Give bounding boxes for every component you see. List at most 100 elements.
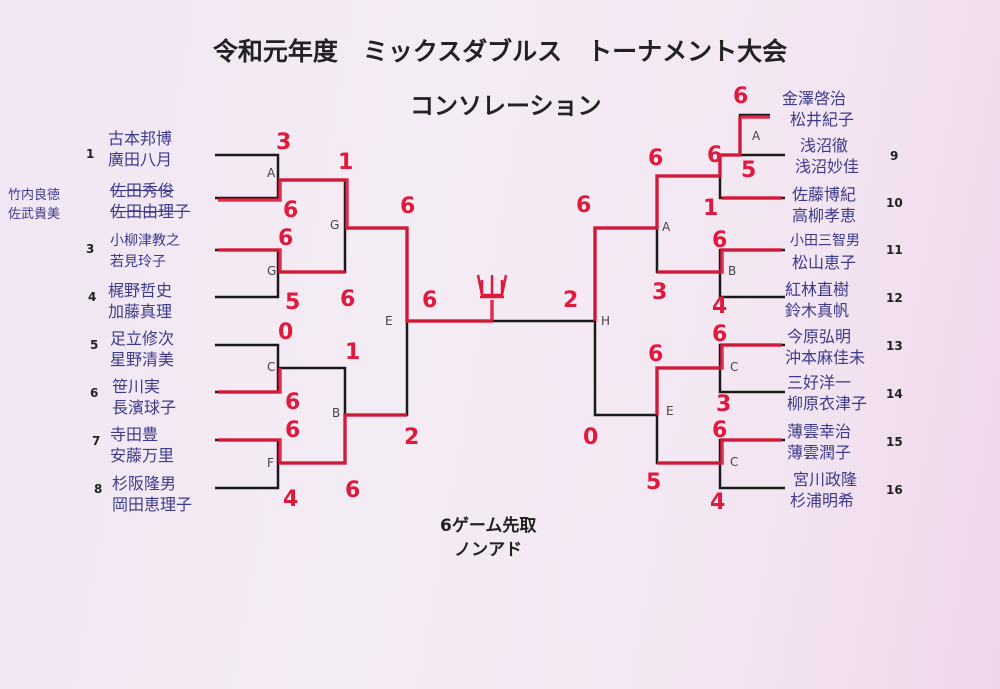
player-name: 長濱球子 bbox=[112, 398, 177, 417]
court-label: F bbox=[267, 456, 274, 470]
entry-number: 13 bbox=[886, 339, 903, 353]
player-name: 鈴木真帆 bbox=[785, 301, 850, 320]
score: 2 bbox=[404, 425, 420, 450]
score: 4 bbox=[283, 487, 299, 512]
entry-number: 10 bbox=[886, 196, 903, 210]
score: 6 bbox=[648, 342, 664, 367]
rules-noad: ノンアド bbox=[454, 540, 523, 560]
player-name: 星野清美 bbox=[110, 350, 175, 369]
player-name: 佐田由理子 bbox=[110, 202, 191, 221]
court-label: G bbox=[267, 264, 277, 278]
score: 6 bbox=[345, 478, 361, 503]
court-label: C bbox=[267, 360, 276, 374]
entry-number: 8 bbox=[94, 482, 103, 496]
score: 4 bbox=[712, 294, 728, 319]
entry-number: 12 bbox=[886, 291, 903, 305]
score: 6 bbox=[712, 418, 728, 443]
player-name: 薄雲幸治 bbox=[787, 422, 852, 441]
court-label: A bbox=[662, 220, 671, 234]
page-subtitle: コンソレーション bbox=[410, 92, 602, 120]
score: 6 bbox=[707, 143, 723, 168]
player-name: 沖本麻佳未 bbox=[785, 348, 866, 367]
score: 6 bbox=[283, 198, 299, 223]
score: 6 bbox=[712, 322, 728, 347]
score: 3 bbox=[276, 130, 292, 155]
trophy-icon bbox=[476, 274, 508, 299]
court-label: C bbox=[730, 360, 739, 374]
score: 6 bbox=[400, 194, 416, 219]
player-name: 宮川政隆 bbox=[793, 470, 858, 489]
score: 0 bbox=[583, 425, 599, 450]
entry-number: 7 bbox=[92, 434, 101, 448]
score: 5 bbox=[741, 158, 757, 183]
player-name: 加藤真理 bbox=[108, 302, 173, 321]
score: 4 bbox=[710, 490, 726, 515]
score: 6 bbox=[278, 226, 294, 251]
replacement-name: 佐武貴美 bbox=[8, 207, 61, 222]
player-name: 足立修次 bbox=[110, 329, 175, 348]
final-score-right: 2 bbox=[563, 288, 579, 313]
score: 3 bbox=[652, 280, 668, 305]
player-name: 小田三智男 bbox=[790, 233, 860, 249]
player-name: 松山恵子 bbox=[792, 253, 857, 272]
score: 5 bbox=[646, 470, 662, 495]
final-score-left: 6 bbox=[422, 288, 438, 313]
score: 0 bbox=[278, 320, 294, 345]
score: 6 bbox=[340, 287, 356, 312]
score: 6 bbox=[285, 418, 301, 443]
player-name: 廣田八月 bbox=[108, 150, 173, 169]
player-name: 佐田秀俊 bbox=[110, 181, 175, 200]
page-title: 令和元年度 ミックスダブルス トーナメント大会 bbox=[212, 37, 788, 66]
court-label: E bbox=[666, 404, 674, 418]
entry-number: 14 bbox=[886, 387, 903, 401]
score: 5 bbox=[285, 290, 301, 315]
player-name: 佐藤博紀 bbox=[792, 185, 857, 204]
score: 1 bbox=[703, 196, 719, 221]
player-name: 岡田恵理子 bbox=[112, 495, 193, 514]
entry-number: 5 bbox=[90, 338, 99, 352]
score: 6 bbox=[648, 146, 664, 171]
entry-number: 3 bbox=[86, 242, 95, 256]
entry-number: 9 bbox=[890, 149, 899, 163]
player-name: 今原弘明 bbox=[787, 327, 852, 346]
player-name: 杉浦明希 bbox=[790, 491, 855, 510]
score: 6 bbox=[576, 193, 592, 218]
player-name: 笹川実 bbox=[112, 377, 161, 396]
court-label: A bbox=[267, 166, 276, 180]
player-name: 松井紀子 bbox=[790, 110, 855, 129]
player-name: 古本邦博 bbox=[108, 129, 173, 148]
court-label: B bbox=[332, 406, 341, 420]
court-label: C bbox=[730, 455, 739, 469]
court-label: B bbox=[728, 264, 737, 278]
player-name: 浅沼妙佳 bbox=[795, 157, 860, 176]
rules-note: 6ゲーム先取 ノンアド bbox=[440, 514, 536, 562]
player-name: 薄雲潤子 bbox=[787, 443, 852, 462]
score: 1 bbox=[345, 340, 361, 365]
player-name: 高柳孝恵 bbox=[792, 206, 857, 225]
entry-number: 16 bbox=[886, 483, 903, 497]
entry-number: 6 bbox=[90, 386, 99, 400]
entry-number: 11 bbox=[886, 243, 903, 257]
player-name: 梶野哲史 bbox=[108, 281, 173, 300]
score: 6 bbox=[733, 84, 749, 109]
replacement-name: 竹内良徳 bbox=[8, 188, 61, 203]
player-name: 杉阪隆男 bbox=[112, 474, 177, 493]
player-name: 浅沼徹 bbox=[800, 136, 849, 155]
player-name: 寺田豊 bbox=[110, 425, 159, 444]
score: 6 bbox=[712, 228, 728, 253]
court-label: H bbox=[601, 314, 611, 328]
entry-number: 1 bbox=[86, 147, 95, 161]
entry-number: 4 bbox=[88, 290, 97, 304]
rules-games: 6ゲーム先取 bbox=[440, 516, 537, 536]
score: 3 bbox=[716, 392, 732, 417]
entry-number: 15 bbox=[886, 435, 903, 449]
player-name: 安藤万里 bbox=[110, 446, 175, 465]
player-name: 柳原衣津子 bbox=[787, 394, 868, 413]
court-label: G bbox=[330, 218, 340, 232]
player-name: 三好洋一 bbox=[787, 373, 852, 392]
player-name: 金澤啓治 bbox=[782, 89, 847, 108]
court-label: E bbox=[385, 314, 393, 328]
court-label: A bbox=[752, 129, 761, 143]
player-name: 若見玲子 bbox=[110, 254, 166, 270]
score: 1 bbox=[338, 150, 354, 175]
